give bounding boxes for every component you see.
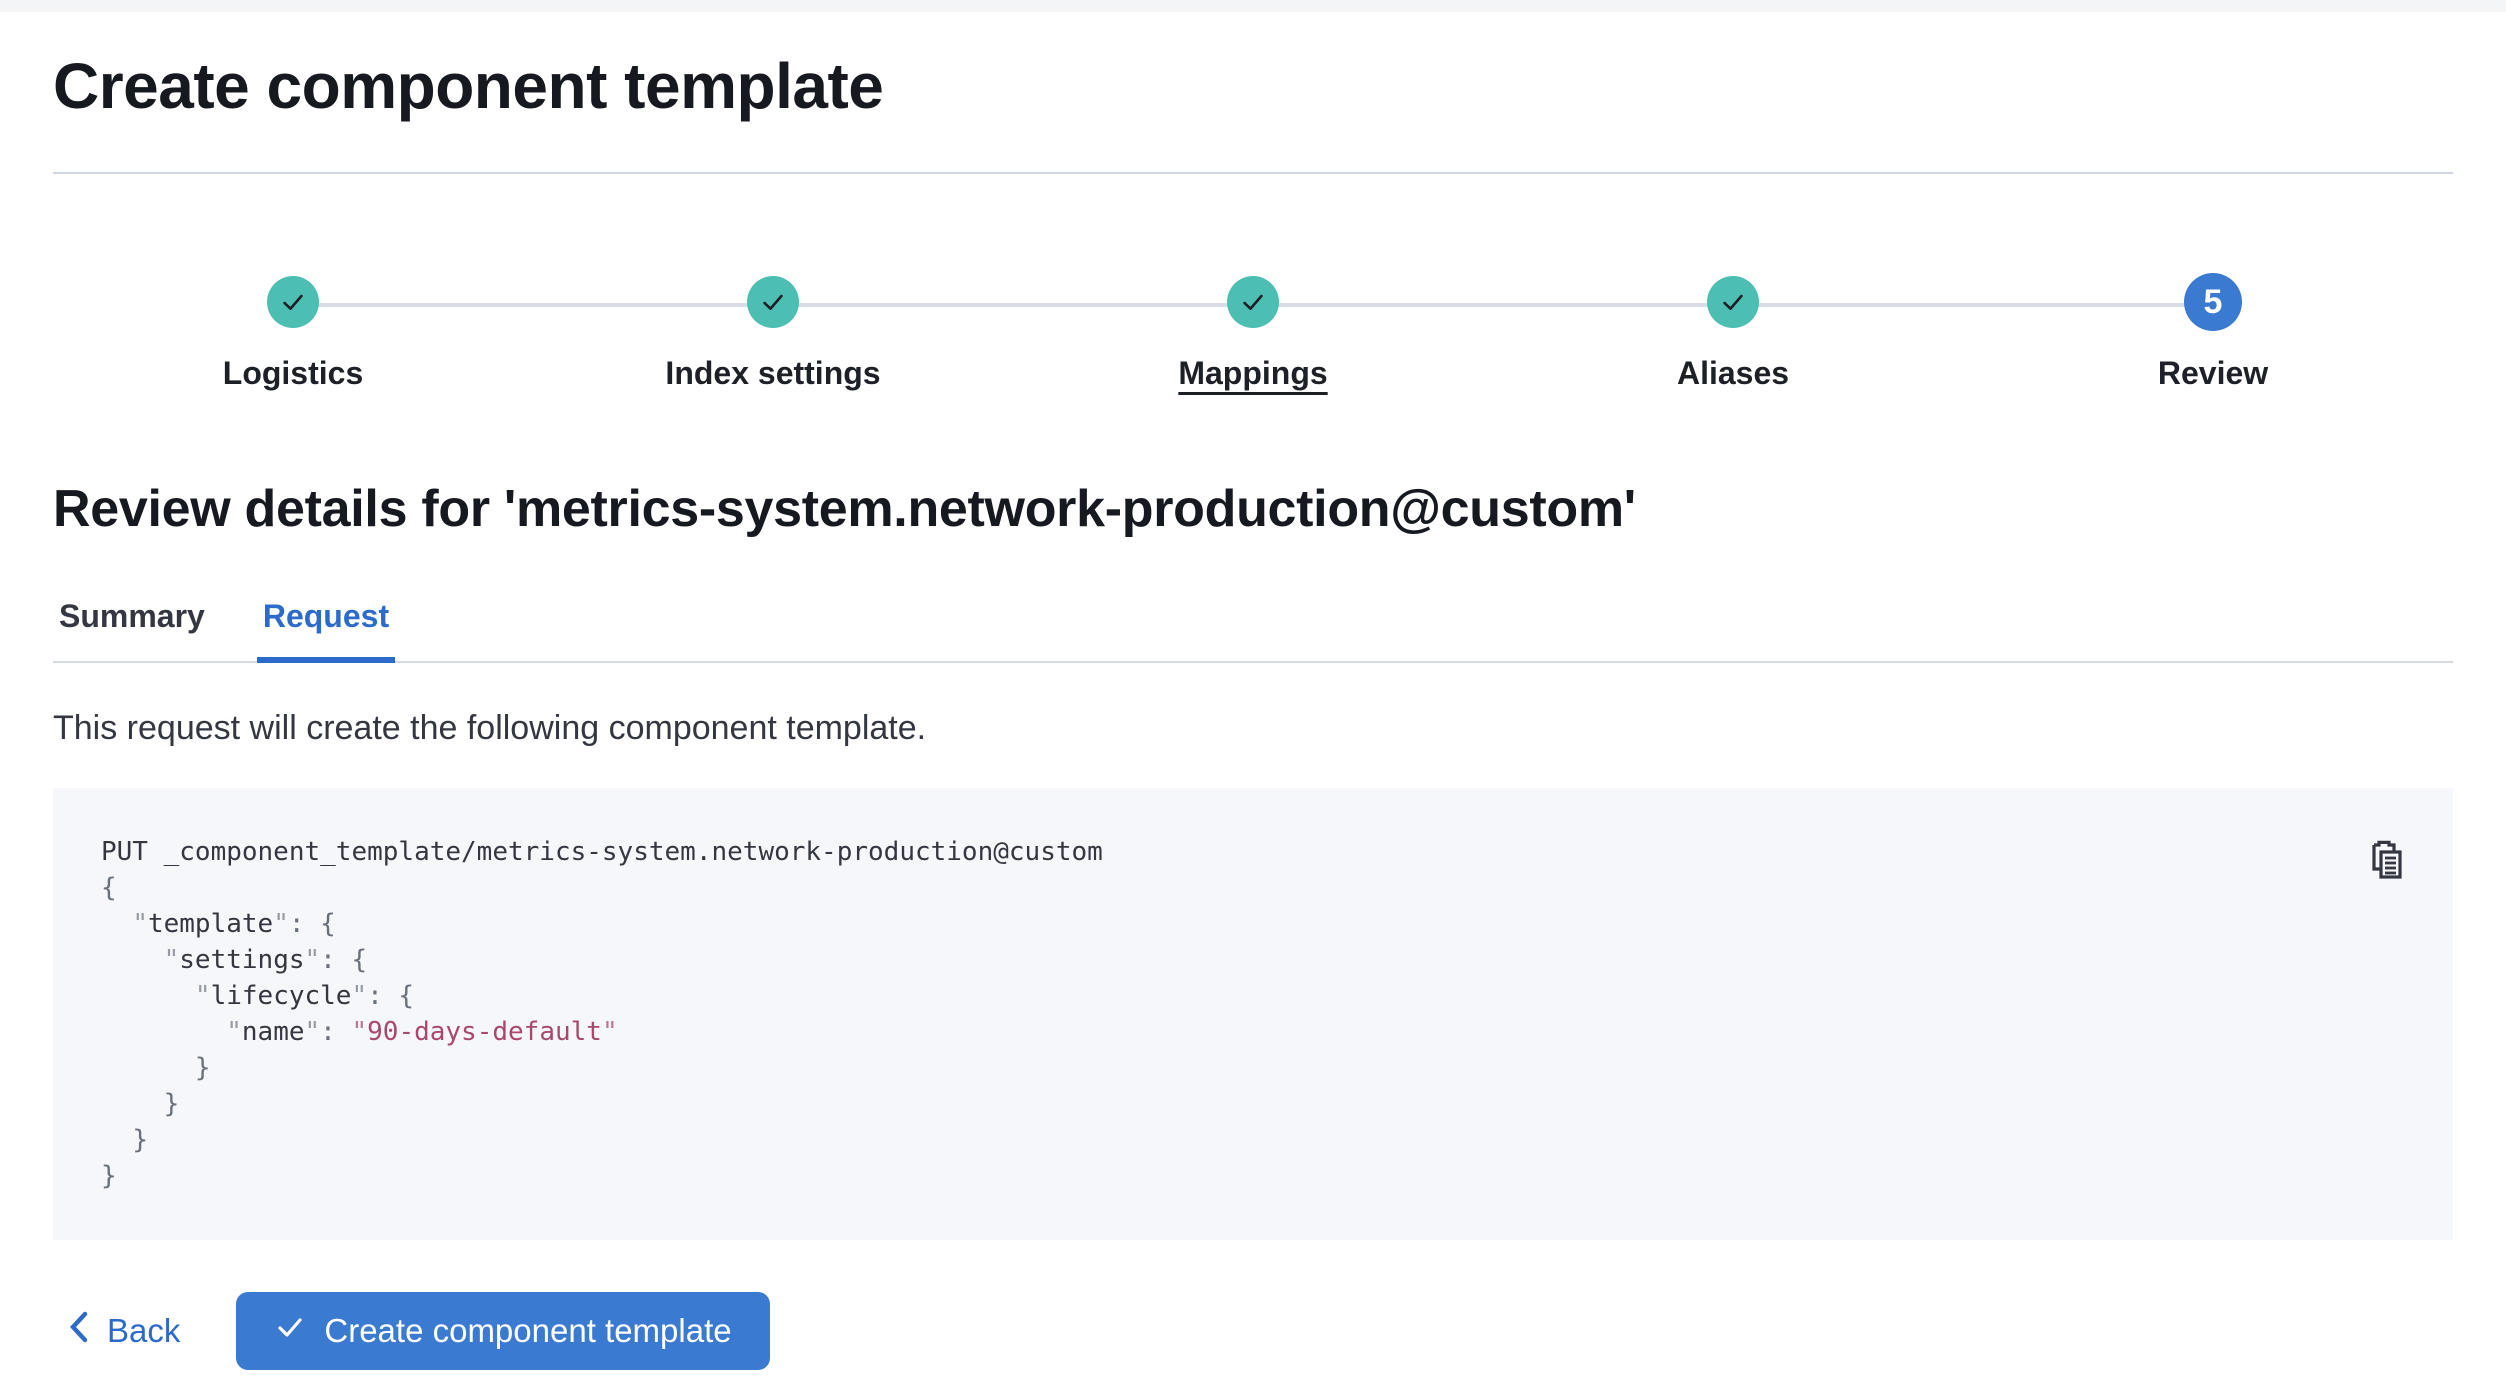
tab-request[interactable]: Request xyxy=(256,598,396,663)
wizard-footer: Back Create component template xyxy=(53,1292,2453,1370)
step-label-logistics: Logistics xyxy=(222,355,364,391)
back-button[interactable]: Back xyxy=(67,1310,180,1352)
check-icon xyxy=(274,1311,306,1351)
step-complete-circle xyxy=(747,276,799,328)
title-divider xyxy=(53,172,2453,174)
create-component-template-page: Create component template Logistics Index… xyxy=(0,48,2506,1370)
check-icon xyxy=(759,288,787,316)
step-index-settings[interactable]: Index settings xyxy=(533,276,1013,392)
step-label-aliases: Aliases xyxy=(1676,355,1790,391)
step-mappings[interactable]: Mappings xyxy=(1013,276,1493,392)
step-label-review: Review xyxy=(2157,355,2269,391)
check-icon xyxy=(279,288,307,316)
check-icon xyxy=(1719,288,1747,316)
tab-summary[interactable]: Summary xyxy=(53,598,211,663)
step-label-index-settings: Index settings xyxy=(665,355,881,391)
review-tabs: Summary Request xyxy=(53,598,2453,663)
step-logistics[interactable]: Logistics xyxy=(53,276,533,392)
review-heading: Review details for 'metrics-system.netwo… xyxy=(53,480,1636,538)
page-title: Create component template xyxy=(53,50,884,122)
step-complete-circle xyxy=(1707,276,1759,328)
request-code-block: PUT _component_template/metrics-system.n… xyxy=(53,788,2453,1240)
top-band xyxy=(0,0,2506,12)
chevron-left-icon xyxy=(67,1310,91,1352)
create-component-template-button[interactable]: Create component template xyxy=(236,1292,770,1370)
copy-clipboard-icon xyxy=(2367,838,2407,882)
step-aliases[interactable]: Aliases xyxy=(1493,276,1973,392)
step-label-mappings: Mappings xyxy=(1178,355,1328,391)
step-complete-circle xyxy=(267,276,319,328)
copy-to-clipboard-button[interactable] xyxy=(2367,838,2407,882)
create-button-label: Create component template xyxy=(324,1312,732,1349)
step-current-circle: 5 xyxy=(2184,273,2242,331)
step-number: 5 xyxy=(2203,282,2223,321)
back-button-label: Back xyxy=(107,1312,181,1349)
request-code: PUT _component_template/metrics-system.n… xyxy=(101,837,1103,1191)
step-complete-circle xyxy=(1227,276,1279,328)
request-description: This request will create the following c… xyxy=(53,709,927,747)
check-icon xyxy=(1239,288,1267,316)
